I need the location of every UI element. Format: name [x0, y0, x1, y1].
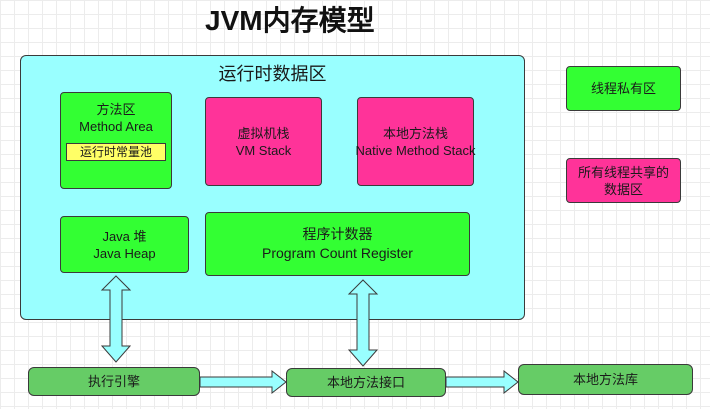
method-area-box: 方法区 Method Area 运行时常量池 [60, 92, 172, 189]
legend-thread-shared-line2: 数据区 [603, 181, 643, 197]
exec-to-jni-arrow [199, 369, 287, 395]
legend-thread-private: 线程私有区 [566, 66, 681, 111]
native-method-stack-box: 本地方法栈 Native Method Stack [355, 97, 476, 186]
program-counter-en: Program Count Register [262, 245, 413, 261]
legend-thread-private-label: 线程私有区 [590, 81, 656, 96]
native-library-label: 本地方法库 [572, 372, 638, 387]
runtime-constant-pool: 运行时常量池 [66, 143, 166, 161]
legend-thread-shared-line1: 所有线程共享的 [577, 164, 669, 180]
program-counter-cn: 程序计数器 [302, 226, 373, 242]
execution-engine-box: 执行引擎 [28, 367, 200, 396]
diagram-title: JVM内存模型 [205, 5, 375, 36]
java-heap-en: Java Heap [93, 245, 156, 261]
legend-thread-shared: 所有线程共享的 数据区 [566, 158, 681, 203]
runtime-data-area-label: 运行时数据区 [218, 64, 327, 84]
native-library-box: 本地方法库 [518, 364, 693, 395]
vm-stack-box: 虚拟机栈 VM Stack [205, 97, 322, 186]
java-heap-box: Java 堆 Java Heap [60, 216, 189, 273]
program-counter-box: 程序计数器 Program Count Register [205, 212, 470, 276]
method-area-cn: 方法区 [96, 102, 136, 117]
java-heap-cn: Java 堆 [102, 228, 147, 244]
vm-stack-cn: 虚拟机栈 [237, 125, 290, 141]
jni-to-lib-arrow [445, 369, 519, 395]
native-interface-box: 本地方法接口 [286, 368, 446, 397]
method-area-en: Method Area [79, 119, 153, 134]
native-stack-en: Native Method Stack [355, 142, 476, 158]
vm-stack-en: VM Stack [235, 142, 292, 158]
pc-jni-double-arrow [347, 279, 379, 367]
heap-exec-double-arrow [100, 275, 132, 363]
execution-engine-label: 执行引擎 [87, 374, 140, 389]
native-interface-label: 本地方法接口 [326, 375, 405, 390]
native-stack-cn: 本地方法栈 [382, 125, 448, 141]
